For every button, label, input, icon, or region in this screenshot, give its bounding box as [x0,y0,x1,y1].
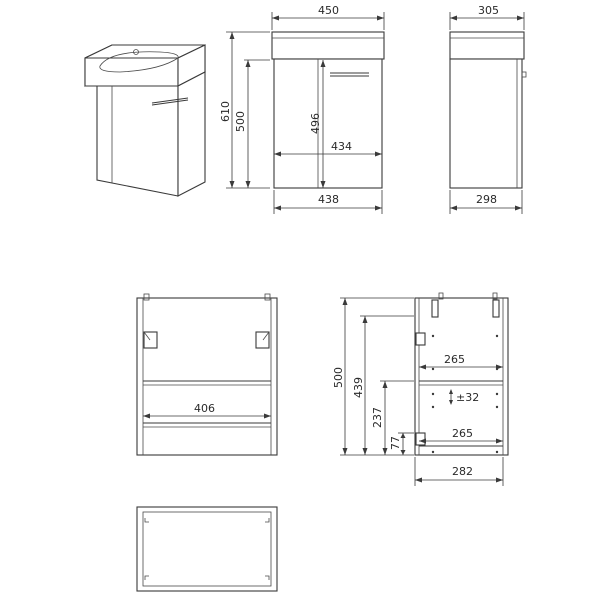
side-view [449,31,527,189]
dim-side-depth-top: 305 [478,4,499,17]
dim-shelf-depth-upper: 265 [444,353,465,366]
dim-front-width-top: 450 [318,4,339,17]
dim-section-height: 500 [332,367,345,388]
dim-adjust: ±32 [456,391,479,404]
dim-cabinet-height: 500 [234,111,247,132]
side-dimensions: 305 298 [449,4,525,214]
rear-view [136,293,278,456]
front-view [271,31,385,189]
dim-front-width-bottom: 438 [318,193,339,206]
dim-inner-width: 406 [194,402,215,415]
perspective-view [84,44,206,197]
dim-total-height: 610 [219,101,232,122]
dim-low-height: 77 [389,436,402,450]
dim-mid-height: 237 [371,407,384,428]
rear-dimensions: 406 [143,402,271,419]
section-dimensions: 500 439 237 77 265 265 28 [332,297,504,486]
dim-door-width: 434 [331,140,352,153]
section-view: ±32 [414,292,509,456]
dim-door-height: 496 [309,113,322,134]
front-dimensions: 450 610 500 496 434 438 [219,4,385,214]
dim-side-depth-bottom: 298 [476,193,497,206]
dim-shelf-depth-lower: 265 [452,427,473,440]
dim-upper-height: 439 [352,377,365,398]
dim-section-depth: 282 [452,465,473,478]
bottom-view [136,506,278,592]
